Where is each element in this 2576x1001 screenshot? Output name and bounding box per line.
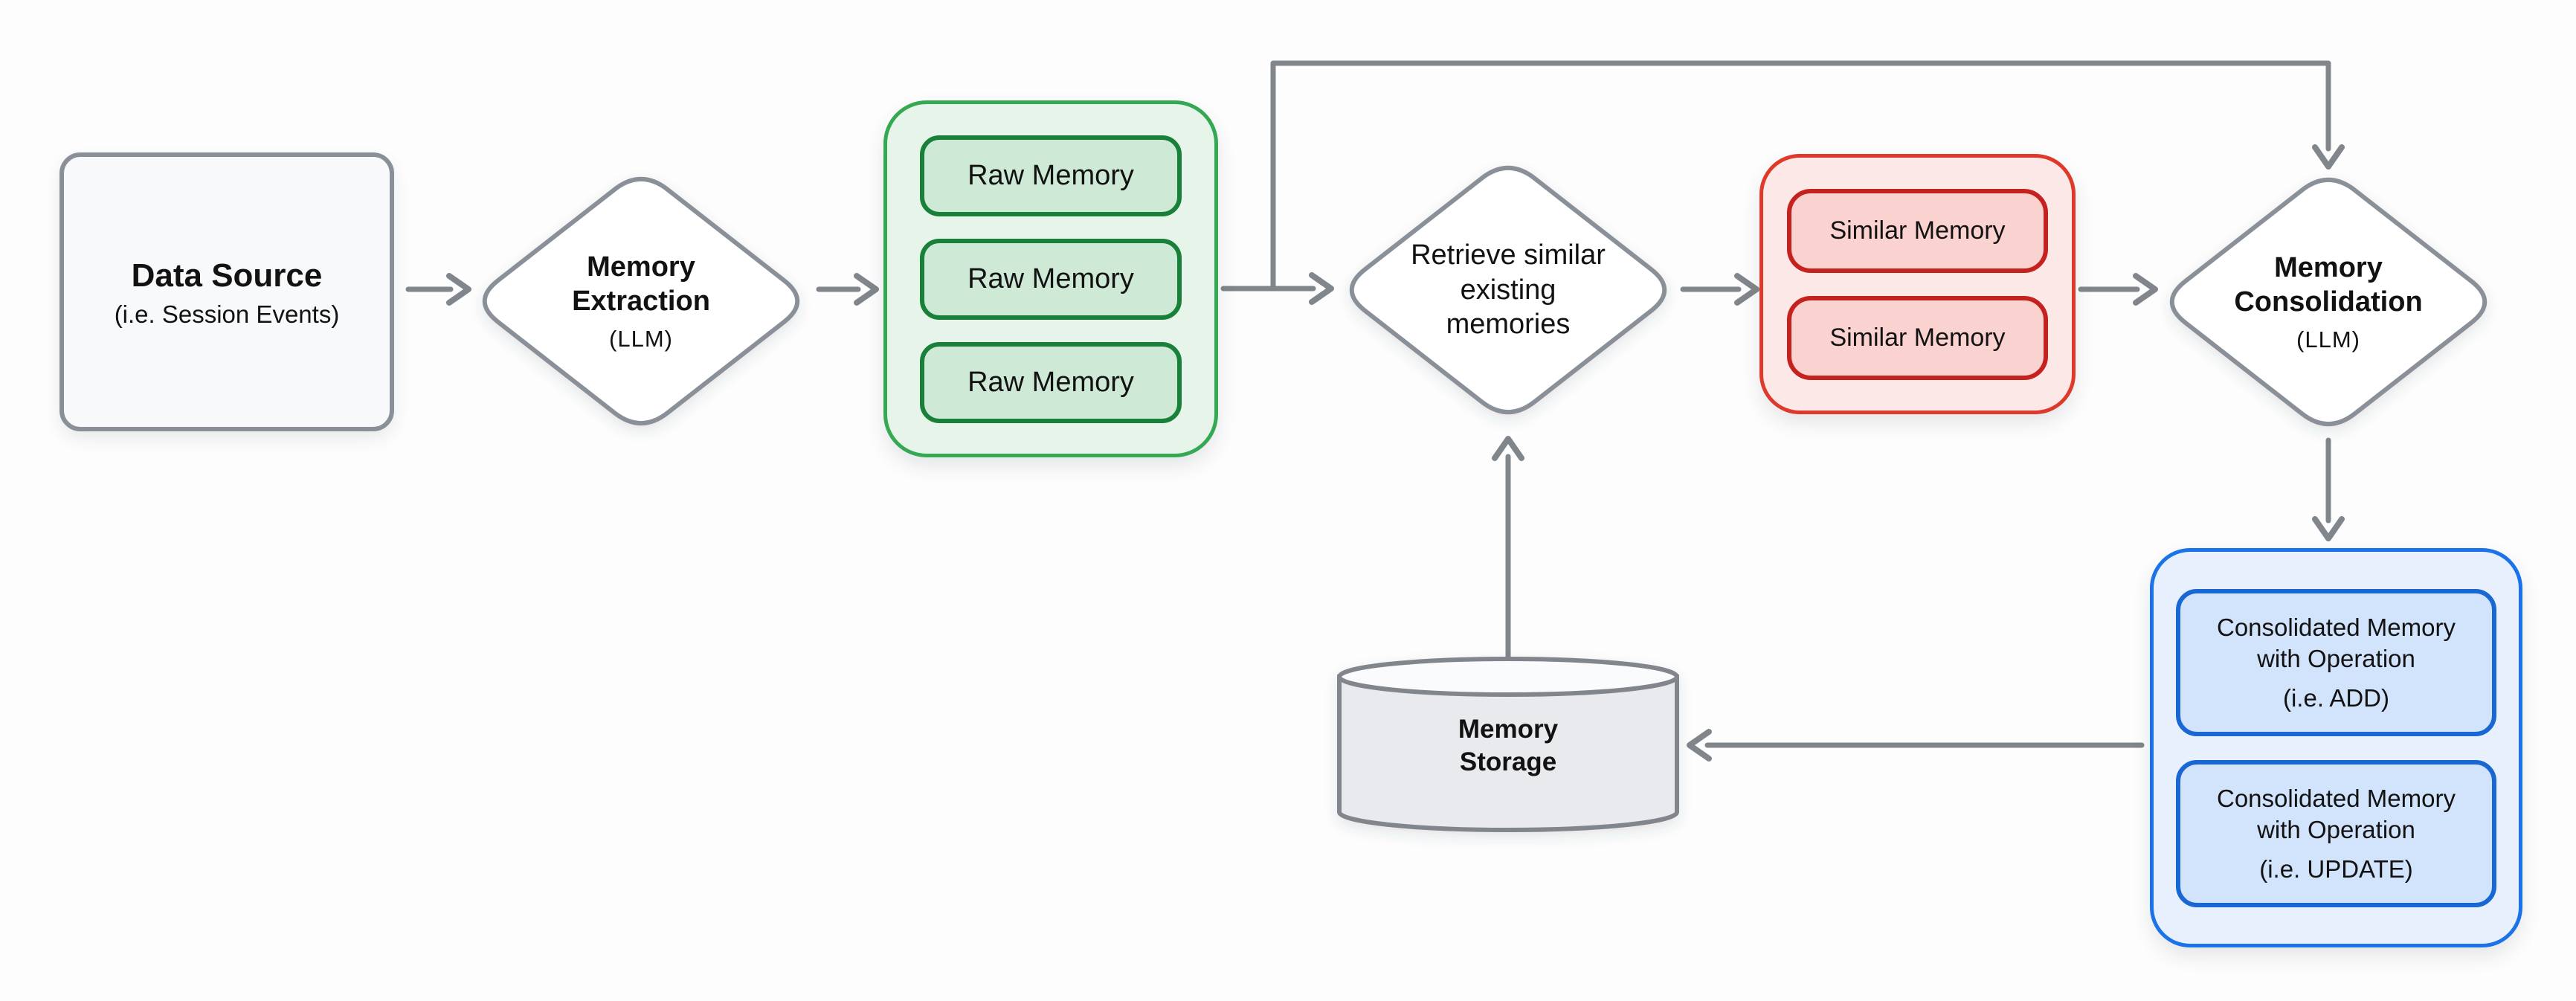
raw-memory-box: Raw Memory — [920, 341, 1182, 423]
raw-memory-box: Raw Memory — [920, 135, 1182, 216]
memory-extraction-diamond — [482, 176, 800, 426]
data-source-title: Data Source — [131, 257, 323, 294]
raw-memory-box: Raw Memory — [920, 238, 1182, 320]
consolidated-memory-update-box: Consolidated Memory with Operation (i.e.… — [2176, 759, 2496, 907]
data-source-subtitle: (i.e. Session Events) — [114, 300, 340, 328]
operation-add-label: (i.e. ADD) — [2282, 683, 2390, 712]
memory-storage-cylinder-body — [1337, 675, 1679, 832]
consolidated-memory-group: Consolidated Memory with Operation (i.e.… — [2150, 548, 2522, 947]
similar-memory-group: Similar Memory Similar Memory — [1759, 154, 2076, 414]
data-source-node: Data Source (i.e. Session Events) — [59, 152, 394, 431]
operation-update-label: (i.e. UPDATE) — [2259, 854, 2413, 883]
similar-memory-box: Similar Memory — [1787, 295, 2048, 380]
consolidated-memory-add-box: Consolidated Memory with Operation (i.e.… — [2176, 588, 2496, 736]
arrow-rawmemory-to-consolidation-feedback — [1270, 60, 2345, 289]
memory-storage-cylinder-top — [1337, 657, 1679, 697]
retrieve-diamond — [1349, 165, 1667, 415]
similar-memory-box: Similar Memory — [1787, 188, 2048, 273]
raw-memory-group: Raw Memory Raw Memory Raw Memory — [883, 100, 1218, 457]
memory-consolidation-diamond — [2169, 177, 2488, 427]
